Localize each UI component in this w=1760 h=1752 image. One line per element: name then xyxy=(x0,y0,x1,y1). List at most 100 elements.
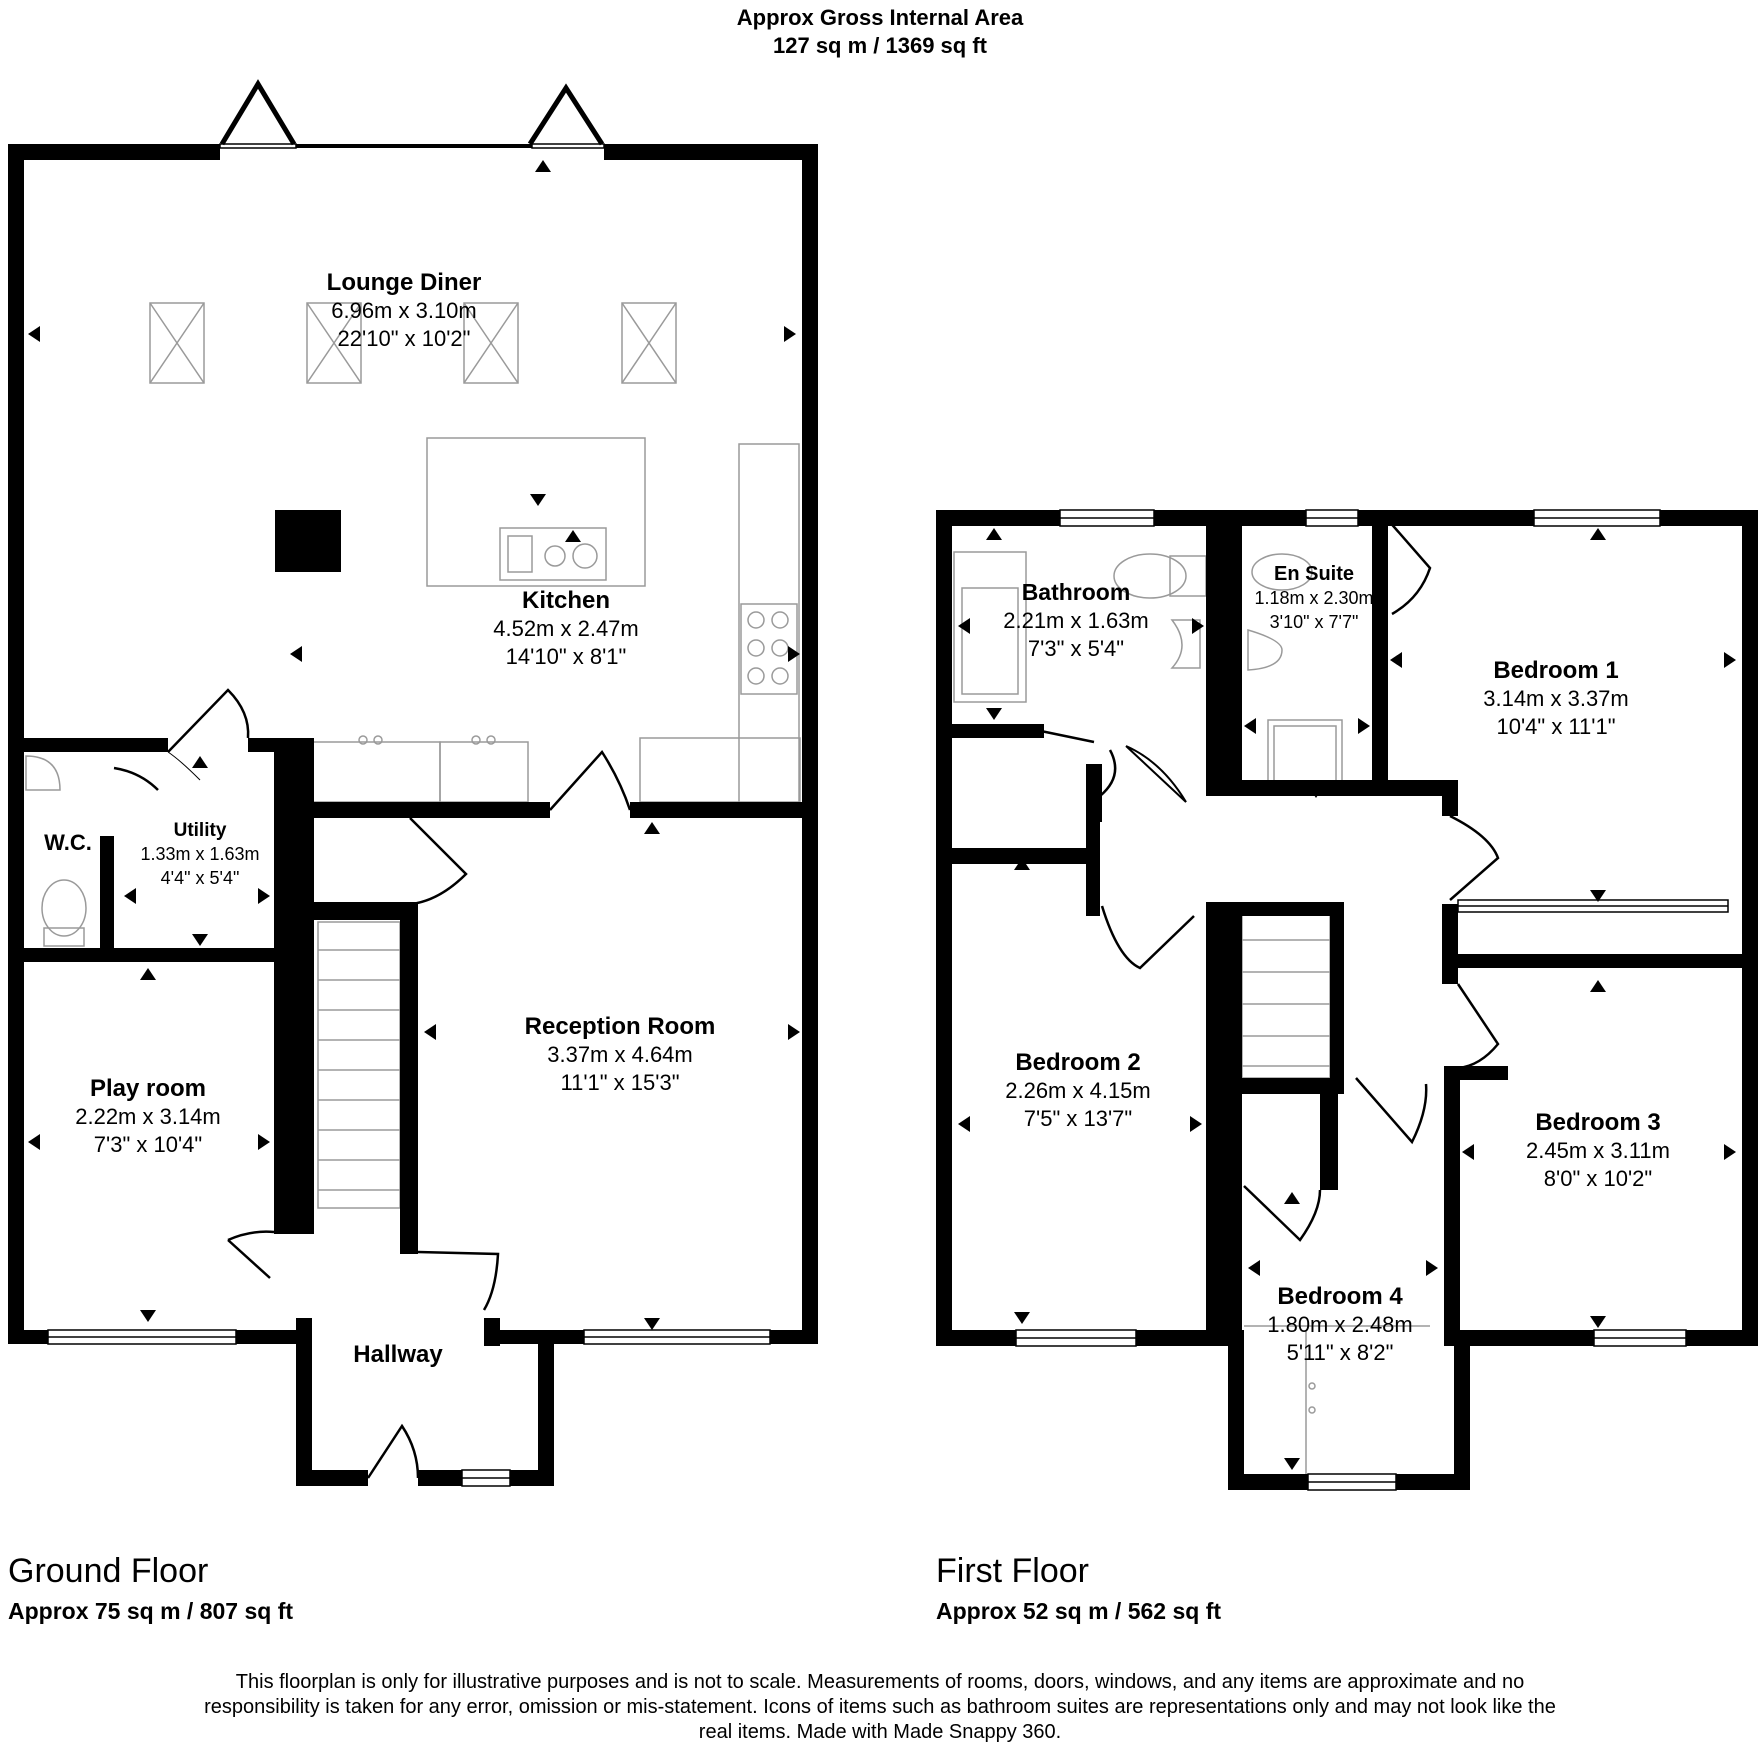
room-metric: 6.96m x 3.10m xyxy=(331,298,477,323)
toilet-icon xyxy=(1113,553,1187,599)
room-name: Bathroom xyxy=(1022,579,1131,605)
arrow-up-icon xyxy=(986,528,1002,540)
room-name: Kitchen xyxy=(522,587,610,614)
basin-icon xyxy=(1170,619,1201,669)
ground-floor-plan xyxy=(8,79,818,1487)
room-metric: 3.37m x 4.64m xyxy=(547,1042,693,1067)
room-imperial: 7'3" x 5'4" xyxy=(1028,636,1124,661)
skylight-icon xyxy=(306,302,362,384)
arrow-left-icon xyxy=(1462,1144,1474,1160)
first-floor-windows xyxy=(1015,509,1729,1491)
arrow-up-icon xyxy=(140,968,156,980)
chimney-block xyxy=(275,510,341,572)
room-name: Hallway xyxy=(353,1341,443,1368)
arrow-down-icon xyxy=(986,708,1002,720)
arrow-left-icon xyxy=(28,326,40,342)
room-imperial: 3'10" x 7'7" xyxy=(1270,612,1359,632)
ground-walls xyxy=(8,144,818,1486)
arrow-down-icon xyxy=(644,1318,660,1330)
arrow-left-icon xyxy=(1390,652,1402,668)
kitchen-worktop-corner xyxy=(639,737,801,803)
basin-icon xyxy=(25,755,61,791)
arrow-right-icon xyxy=(1724,1144,1736,1160)
arrow-up-icon xyxy=(565,530,581,542)
arrow-right-icon xyxy=(1358,718,1370,734)
room-name: Bedroom 1 xyxy=(1493,657,1618,684)
kitchen-unit-1 xyxy=(311,741,441,803)
first-floor-plan xyxy=(936,509,1758,1491)
door-swing-icon xyxy=(113,688,632,1479)
room-metric: 1.33m x 1.63m xyxy=(140,844,259,864)
room-imperial: 7'3" x 10'4" xyxy=(94,1132,202,1157)
room-metric: 2.21m x 1.63m xyxy=(1003,608,1149,633)
kitchen-unit-2 xyxy=(439,741,529,803)
room-metric: 2.22m x 3.14m xyxy=(75,1104,221,1129)
room-imperial: 4'4" x 5'4" xyxy=(161,868,240,888)
arrow-right-icon xyxy=(1724,652,1736,668)
arrow-up-icon xyxy=(644,822,660,834)
room-name: W.C. xyxy=(44,830,92,855)
room-metric: 3.14m x 3.37m xyxy=(1483,686,1629,711)
arrow-down-icon xyxy=(1590,1316,1606,1328)
arrow-down-icon xyxy=(1308,786,1324,798)
bifold-door-icon xyxy=(219,79,605,146)
shower-icon xyxy=(1267,719,1343,789)
room-metric: 2.45m x 3.11m xyxy=(1526,1138,1670,1163)
skylight-icon xyxy=(463,302,519,384)
room-name: En Suite xyxy=(1274,563,1354,585)
disclaimer-text: This floorplan is only for illustrative … xyxy=(204,1671,1556,1743)
hob-icon xyxy=(740,603,798,695)
bathroom-fixtures xyxy=(953,551,1430,1484)
room-name: Bedroom 3 xyxy=(1535,1109,1660,1136)
arrow-left-icon xyxy=(424,1024,436,1040)
stairs-icon xyxy=(1241,909,1331,1079)
room-imperial: 8'0" x 10'2" xyxy=(1544,1166,1652,1191)
ground-floor-title: Ground Floor xyxy=(8,1552,209,1590)
first-floor-area: Approx 52 sq m / 562 sq ft xyxy=(936,1598,1222,1624)
measure-arrows xyxy=(958,528,1736,1470)
ground-windows xyxy=(47,143,771,1487)
arrow-left-icon xyxy=(958,1116,970,1132)
arrow-down-icon xyxy=(1014,1312,1030,1324)
arrow-up-icon xyxy=(535,160,551,172)
arrow-down-icon xyxy=(1590,890,1606,902)
room-name: Bedroom 4 xyxy=(1277,1283,1403,1310)
arrow-left-icon xyxy=(1248,1260,1260,1276)
door-swing-icon xyxy=(1035,519,1500,1242)
arrow-left-icon xyxy=(290,646,302,662)
arrow-down-icon xyxy=(140,1310,156,1322)
arrow-right-icon xyxy=(258,1134,270,1150)
kitchen-island xyxy=(426,437,646,587)
toilet-icon xyxy=(1251,553,1313,591)
bath-icon xyxy=(953,551,1027,703)
arrow-up-icon xyxy=(192,756,208,768)
room-imperial: 7'5" x 13'7" xyxy=(1024,1106,1132,1131)
sink-icon xyxy=(499,527,607,581)
arrow-down-icon xyxy=(1284,1458,1300,1470)
room-name: Reception Room xyxy=(525,1013,716,1040)
ground-floor-area: Approx 75 sq m / 807 sq ft xyxy=(8,1598,294,1624)
arrow-right-icon xyxy=(1190,1116,1202,1132)
arrow-right-icon xyxy=(784,326,796,342)
room-imperial: 11'1" x 15'3" xyxy=(560,1070,679,1095)
stairs-icon xyxy=(317,921,401,1209)
room-metric: 2.26m x 4.15m xyxy=(1005,1078,1151,1103)
arrow-left-icon xyxy=(1244,718,1256,734)
room-imperial: 5'11" x 8'2" xyxy=(1287,1340,1394,1365)
arrow-down-icon xyxy=(192,934,208,946)
room-imperial: 22'10" x 10'2" xyxy=(338,326,471,351)
room-name: Utility xyxy=(174,820,227,841)
arrow-up-icon xyxy=(1590,528,1606,540)
arrow-right-icon xyxy=(1426,1260,1438,1276)
skylight-icon xyxy=(149,302,205,384)
first-floor-walls xyxy=(936,510,1758,1490)
room-imperial: 14'10" x 8'1" xyxy=(506,644,627,669)
arrow-right-icon xyxy=(788,646,800,662)
arrow-right-icon xyxy=(1192,618,1204,634)
arrow-left-icon xyxy=(958,618,970,634)
room-imperial: 10'4" x 11'1" xyxy=(1496,714,1615,739)
gross-area-value: 127 sq m / 1369 sq ft xyxy=(773,33,987,58)
arrow-right-icon xyxy=(258,888,270,904)
room-metric: 1.18m x 2.30m xyxy=(1254,588,1373,608)
arrow-up-icon xyxy=(1284,1192,1300,1204)
